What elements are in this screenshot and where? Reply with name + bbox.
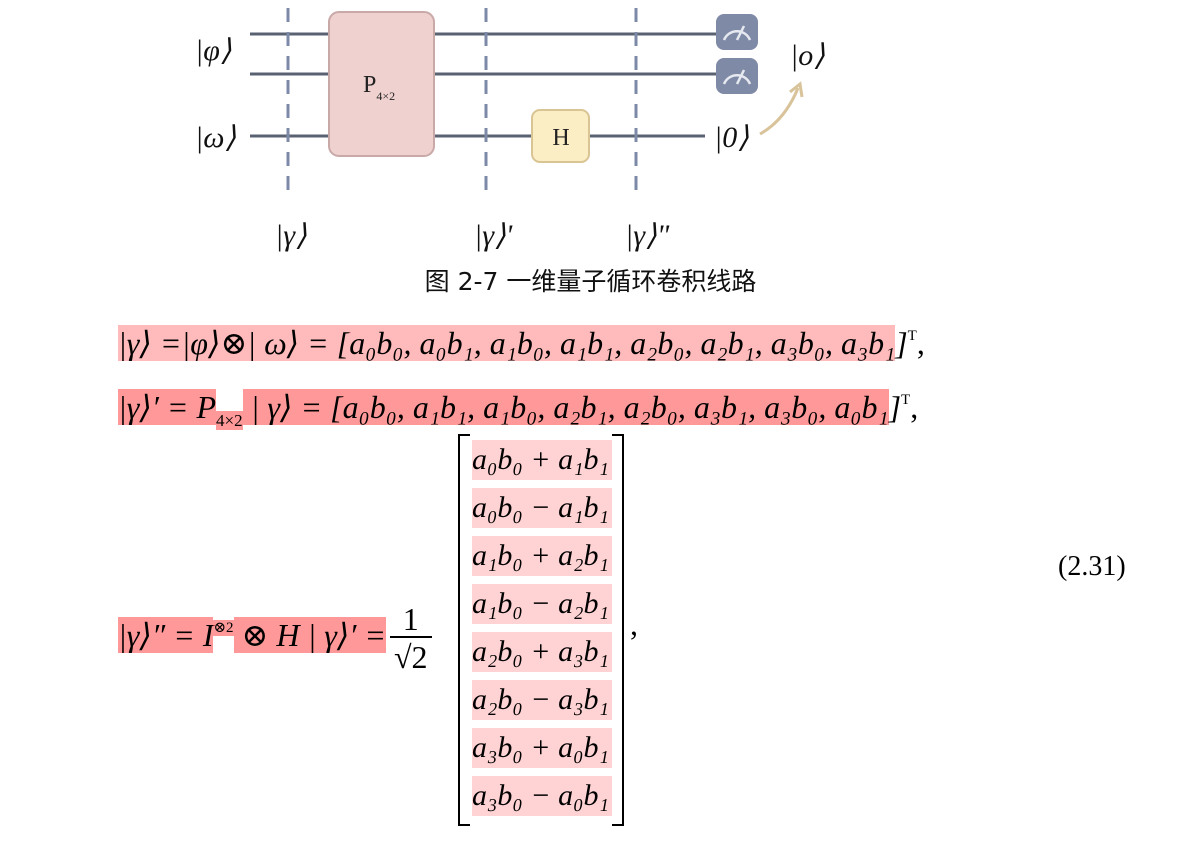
eq3-fraction: 1√2 — [389, 601, 432, 676]
equation-number: (2.31) — [1058, 551, 1126, 582]
eq1-terms: a₀b₀, a₀b₁, a₁b₀, a₁b₁, a₂b₀, a₂b₁, a₃b₀… — [349, 325, 896, 361]
matrix-right-bracket — [612, 434, 624, 826]
equation-2: |γ⟩′ = P4×2 | γ⟩ = [a₀b₀, a₁b₁, a₁b₀, a₂… — [118, 380, 918, 441]
h-gate-label: H — [552, 125, 569, 151]
input-label-omega: |ω⟩ — [195, 121, 236, 154]
eq3-frac-denominator: √2 — [389, 636, 432, 676]
eq1-tail: , — [916, 325, 925, 361]
cut-label-3: |γ⟩" — [625, 219, 670, 252]
p-gate-label: P4×2 — [363, 72, 395, 103]
eq2-lhs-sub: 4×2 — [216, 411, 243, 430]
eq2-tail: , — [910, 389, 919, 425]
eq3-tail: , — [630, 606, 638, 642]
matrix-row: a₀b₀ − a₁b₁ — [472, 488, 612, 528]
eq3-frac-numerator: 1 — [402, 601, 419, 637]
eq2-transpose: T — [901, 392, 911, 408]
column-matrix: a₀b₀ + a₁b₁ a₀b₀ − a₁b₁ a₁b₀ + a₂b₁ a₁b₀… — [458, 434, 624, 826]
cut-label-1: |γ⟩ — [275, 219, 307, 252]
eq1-close: ] — [895, 325, 908, 361]
matrix-row: a₁b₀ − a₂b₁ — [472, 584, 612, 624]
matrix-left-bracket — [458, 434, 470, 826]
measurement-icon-2 — [716, 58, 758, 94]
eq1-transpose: T — [907, 328, 917, 344]
eq2-terms: a₀b₀, a₁b₁, a₁b₀, a₂b₁, a₂b₀, a₃b₁, a₃b₀… — [342, 389, 889, 425]
equation-3: |γ⟩″ = I⊗2 ⊗ H | γ⟩′ =1√2 — [118, 602, 436, 676]
quantum-circuit-diagram: P4×2 H |φ⟩ |ω⟩ |0⟩ |o⟩ |γ⟩ |γ⟩' |γ⟩" — [195, 8, 825, 252]
eq2-lhs-b: | γ⟩ = [ — [242, 389, 343, 425]
matrix-row: a₃b₀ − a₀b₁ — [472, 776, 612, 816]
matrix-row: a₂b₀ − a₃b₁ — [472, 680, 612, 720]
p-gate — [328, 11, 435, 157]
cut-label-2: |γ⟩' — [474, 219, 513, 252]
eq1-lhs: |γ⟩ =|φ⟩⊗| ω⟩ = [ — [118, 325, 350, 361]
equation-1: |γ⟩ =|φ⟩⊗| ω⟩ = [a₀b₀, a₀b₁, a₁b₀, a₁b₁,… — [118, 316, 925, 363]
eq3-lhs-a: |γ⟩″ = I — [118, 617, 214, 654]
input-label-phi: |φ⟩ — [195, 34, 232, 67]
matrix-row: a₁b₀ + a₂b₁ — [472, 536, 612, 576]
eq2-lhs-a: |γ⟩′ = P — [118, 389, 217, 425]
measurement-icon-1 — [716, 14, 758, 50]
output-label: |o⟩ — [790, 39, 825, 72]
eq3-lhs-b: ⊗ H | γ⟩′ = — [233, 617, 386, 654]
matrix-row: a₀b₀ + a₁b₁ — [472, 440, 612, 480]
eq2-close: ] — [888, 389, 902, 425]
eq3-lhs-sup: ⊗2 — [213, 620, 234, 637]
h-gate — [531, 109, 590, 163]
matrix-row: a₃b₀ + a₀b₁ — [472, 728, 612, 768]
figure-caption: 图 2-7 一维量子循环卷积线路 — [424, 267, 757, 296]
matrix-row: a₂b₀ + a₃b₁ — [472, 632, 612, 672]
output-arrow-icon — [759, 87, 800, 136]
ancilla-output-label: |0⟩ — [714, 121, 749, 154]
